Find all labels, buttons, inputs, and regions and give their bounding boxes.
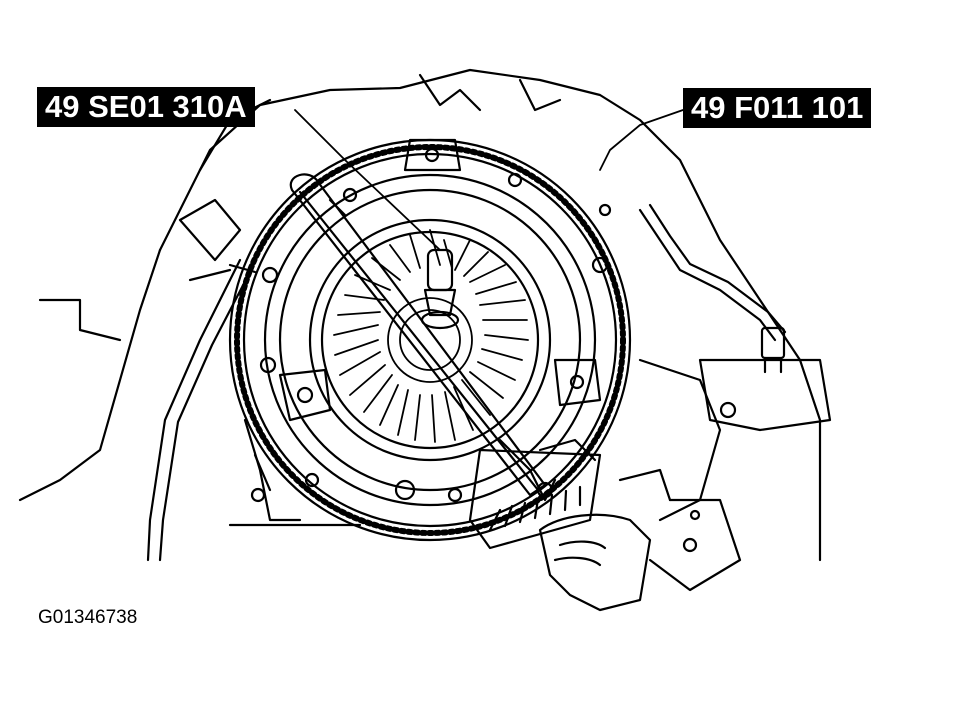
torque-wrench (289, 173, 602, 550)
figure-id: G01346738 (38, 607, 138, 628)
leader-lines (294, 109, 684, 251)
leader-line-left (294, 109, 441, 251)
tool-callout-ring-gear-brake: 49 F011 101 (683, 88, 872, 128)
tool-callout-torque-wrench: 49 SE01 310A (37, 87, 255, 127)
engine-housing (18, 68, 832, 592)
flywheel-ring-gear (228, 138, 632, 542)
hand (538, 513, 652, 612)
centering-shaft (420, 248, 460, 330)
leader-line-right (599, 109, 684, 171)
right-cable (638, 203, 787, 374)
diaphragm-spring (333, 229, 529, 443)
clutch-cover (259, 138, 612, 507)
